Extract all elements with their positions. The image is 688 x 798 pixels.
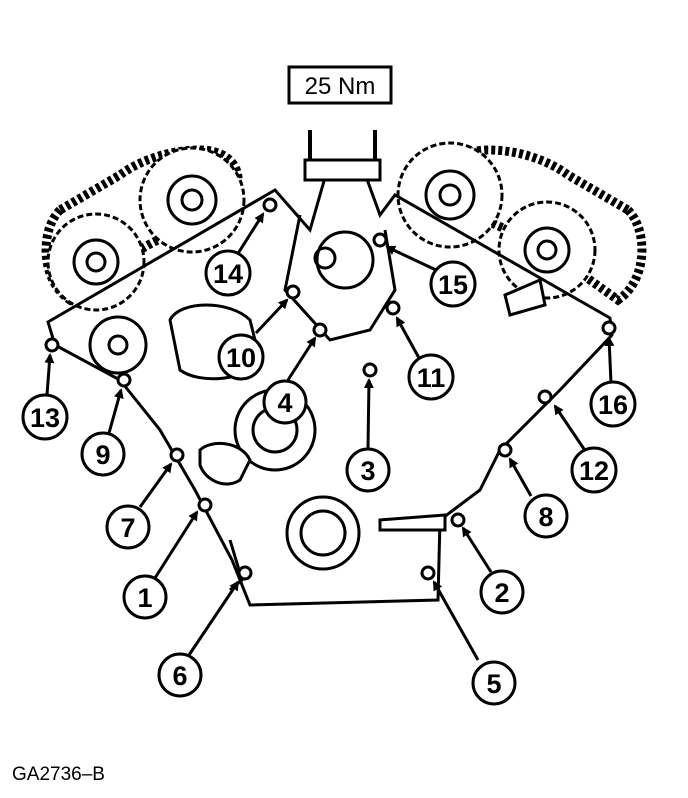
bolt-4 xyxy=(312,322,328,338)
bolt-9 xyxy=(116,372,132,388)
torque-spec-label: 25 Nm xyxy=(305,73,376,100)
bolt-14 xyxy=(262,197,278,213)
camshaft-sprockets xyxy=(46,141,597,312)
callout-9: 9 xyxy=(80,431,126,477)
callout-8: 8 xyxy=(523,493,569,539)
callout-3: 3 xyxy=(345,447,391,493)
callout-5: 5 xyxy=(471,660,517,706)
bolt-markers xyxy=(44,197,617,581)
bolt-3 xyxy=(362,362,378,378)
svg-text:5: 5 xyxy=(486,669,501,699)
svg-text:8: 8 xyxy=(538,502,553,532)
svg-text:10: 10 xyxy=(226,343,256,373)
callout-13: 13 xyxy=(21,393,69,441)
callout-10: 10 xyxy=(217,333,265,381)
bolt-11 xyxy=(385,300,401,316)
torque-spec-box: 25 Nm xyxy=(287,65,393,105)
svg-text:4: 4 xyxy=(277,388,292,418)
callout-arrows xyxy=(44,212,615,661)
svg-text:1: 1 xyxy=(137,583,152,613)
svg-text:15: 15 xyxy=(438,270,468,300)
svg-text:2: 2 xyxy=(494,578,509,608)
callouts: 1 2 3 4 5 6 7 8 9 10 11 12 13 14 15 16 xyxy=(21,249,637,706)
bolt-15 xyxy=(372,232,388,248)
callout-12: 12 xyxy=(570,446,618,494)
bolt-5 xyxy=(420,565,436,581)
svg-text:13: 13 xyxy=(30,403,60,433)
callout-2: 2 xyxy=(479,569,525,615)
svg-text:14: 14 xyxy=(213,259,243,289)
bolt-1 xyxy=(197,497,213,513)
callout-16: 16 xyxy=(589,380,637,428)
callout-7: 7 xyxy=(105,504,151,550)
svg-text:3: 3 xyxy=(360,456,375,486)
callout-15: 15 xyxy=(429,260,477,308)
svg-text:6: 6 xyxy=(172,661,187,691)
svg-text:12: 12 xyxy=(579,456,609,486)
callout-6: 6 xyxy=(157,652,203,698)
callout-14: 14 xyxy=(204,249,252,297)
callout-4: 4 xyxy=(262,379,308,425)
bolt-8 xyxy=(497,442,513,458)
bolt-7 xyxy=(169,447,185,463)
callout-1: 1 xyxy=(122,574,168,620)
figure-code: GA2736–B xyxy=(12,764,105,785)
svg-text:11: 11 xyxy=(417,363,446,393)
svg-text:16: 16 xyxy=(598,390,628,420)
bolt-10 xyxy=(285,284,301,300)
bolt-13 xyxy=(44,337,60,353)
svg-text:9: 9 xyxy=(95,440,110,470)
svg-text:7: 7 xyxy=(120,513,135,543)
bolt-16 xyxy=(601,320,617,336)
bolt-2 xyxy=(450,512,466,528)
callout-11: 11 xyxy=(407,353,455,401)
bolt-6 xyxy=(237,565,253,581)
bolt-12 xyxy=(537,389,553,405)
